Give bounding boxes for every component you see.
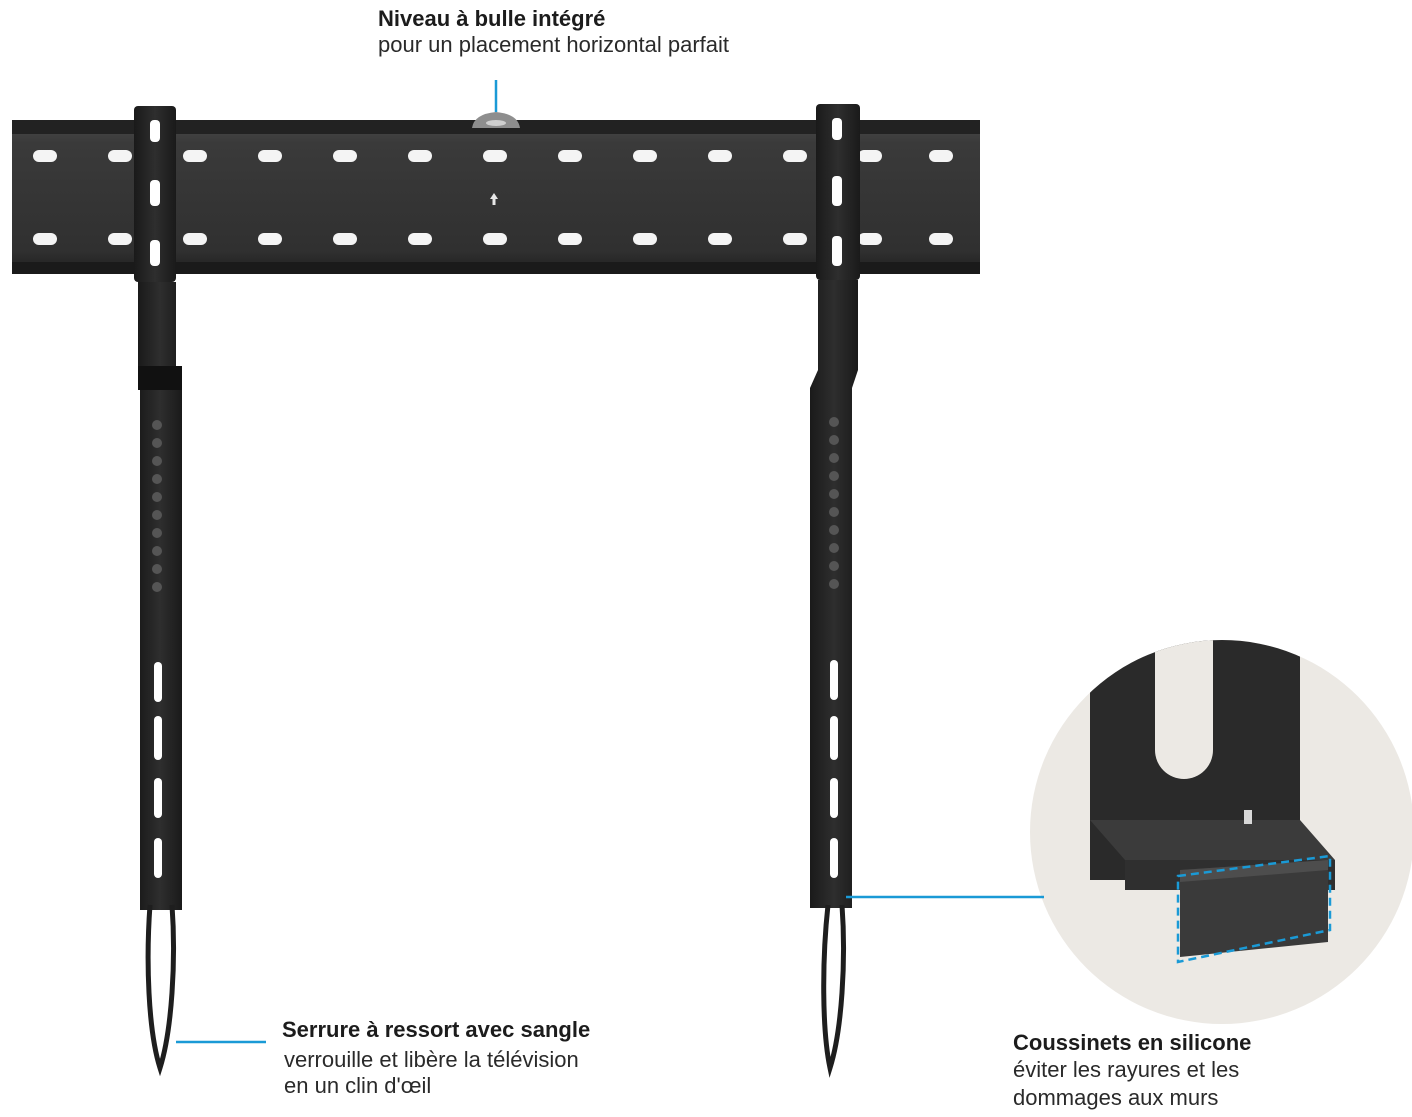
callout-title: Coussinets en silicone — [1013, 1030, 1252, 1055]
callout-description-line1: verrouille et libère la télévision — [284, 1047, 579, 1073]
callout-description-line2: en un clin d'œil — [284, 1073, 432, 1099]
right-arm — [810, 104, 860, 1078]
callout-description: pour un placement horizontal parfait — [378, 32, 729, 58]
callout-bubble-level: Niveau à bulle intégré pour un placement… — [378, 6, 729, 59]
callout-silicone-pads: Coussinets en silicone éviter les rayure… — [1013, 1030, 1251, 1112]
right-safety-strap — [821, 904, 846, 1078]
up-arrow-icon — [490, 193, 498, 205]
left-arm-holes — [152, 420, 162, 592]
right-arm-slots — [830, 660, 838, 878]
right-arm-holes — [829, 417, 839, 589]
silicone-pad-zoom — [1030, 640, 1412, 1024]
callout-spring-lock: Serrure à ressort avec sangle verrouille… — [282, 1017, 590, 1099]
pad-highlight-outline — [1176, 854, 1332, 964]
left-safety-strap — [145, 904, 176, 1077]
callout-title: Serrure à ressort avec sangle — [282, 1017, 591, 1042]
callout-description-line1: éviter les rayures et les — [1013, 1057, 1240, 1083]
wall-plate — [12, 112, 980, 274]
plate-slots — [33, 150, 953, 245]
callout-title: Niveau à bulle intégré — [378, 6, 606, 31]
callout-description-line2: dommages aux murs — [1013, 1085, 1219, 1111]
left-arm-slots — [154, 662, 162, 878]
left-arm — [134, 106, 182, 1077]
